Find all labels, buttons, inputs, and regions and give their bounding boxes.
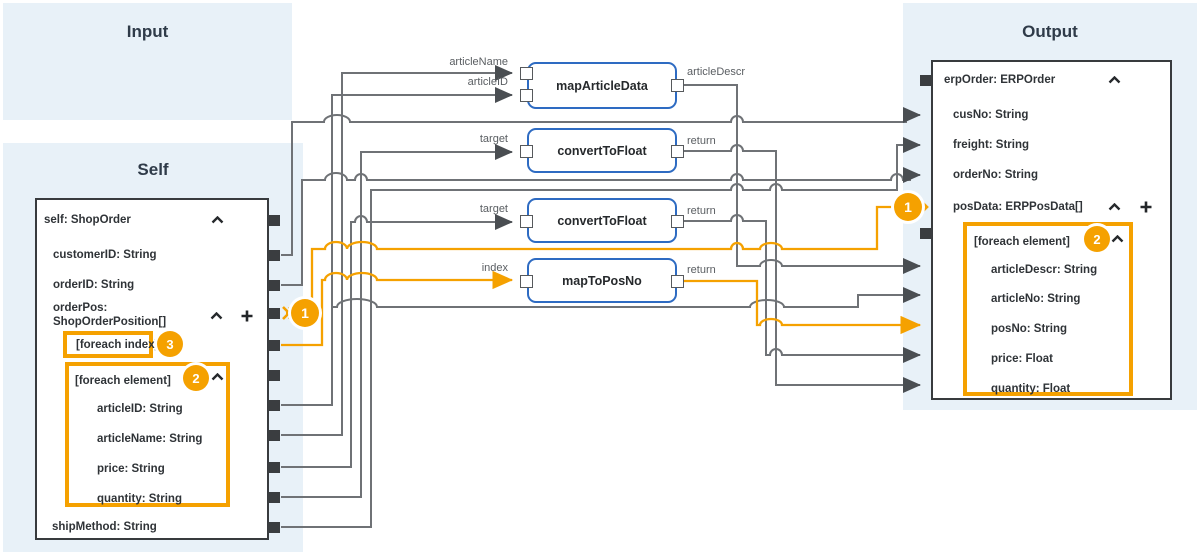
function-name: convertToFloat bbox=[557, 213, 647, 228]
input-panel-title: Input bbox=[126, 22, 169, 41]
port-foreach-element-output[interactable] bbox=[920, 228, 932, 239]
foreach-element-box-self[interactable]: [foreach element] articleID: String arti… bbox=[65, 362, 230, 507]
field-orderNo[interactable]: orderNo: String bbox=[953, 169, 1038, 181]
port-in-articleID[interactable] bbox=[520, 89, 533, 102]
execution-order-badge: 1 bbox=[291, 299, 319, 327]
foreach-element-label: [foreach element] bbox=[974, 236, 1070, 248]
execution-order-badge: 1 bbox=[894, 193, 922, 221]
port-shipMethod[interactable] bbox=[268, 522, 280, 533]
wire-convertToFloat1-quantity[interactable] bbox=[684, 144, 921, 393]
wire-label-return: return bbox=[687, 264, 716, 276]
self-panel-title: Self bbox=[137, 160, 169, 179]
port-out-return-2[interactable] bbox=[671, 215, 684, 228]
field-price[interactable]: price: String bbox=[97, 463, 165, 475]
wire-articleID-fn-mapArticleData[interactable] bbox=[281, 87, 513, 406]
function-convertToFloat-2[interactable]: convertToFloat bbox=[527, 198, 677, 243]
port-orderID[interactable] bbox=[268, 280, 280, 291]
add-item-icon[interactable] bbox=[1140, 201, 1152, 213]
wire-articleID-articleNo[interactable] bbox=[332, 287, 921, 308]
function-mapArticleData[interactable]: mapArticleData bbox=[527, 62, 677, 109]
wire-foreachIndex-mapToPosNo[interactable] bbox=[281, 270, 514, 347]
field-articleName[interactable]: articleName: String bbox=[97, 433, 203, 445]
collapse-chevron-icon[interactable] bbox=[211, 216, 224, 224]
wire-label-target: target bbox=[479, 133, 508, 145]
function-name: mapToPosNo bbox=[562, 273, 642, 288]
field-articleID[interactable]: articleID: String bbox=[97, 403, 183, 415]
output-root-label[interactable]: erpOrder: ERPOrder bbox=[944, 74, 1056, 86]
port-customerID[interactable] bbox=[268, 250, 280, 261]
wire-articleName-fn-mapArticleData[interactable] bbox=[281, 65, 513, 436]
wire-label-articleDescr: articleDescr bbox=[687, 66, 746, 78]
port-out-return-4[interactable] bbox=[671, 275, 684, 288]
execution-order-badge: 2 bbox=[1084, 226, 1110, 252]
port-in-target-2[interactable] bbox=[520, 215, 533, 228]
wire-label-articleID: articleID bbox=[467, 76, 508, 88]
function-mapToPosNo[interactable]: mapToPosNo bbox=[527, 258, 677, 303]
self-shoporder-node[interactable] bbox=[35, 198, 269, 540]
field-posNo[interactable]: posNo: String bbox=[991, 323, 1068, 335]
wire-customerID-cusNo[interactable] bbox=[281, 107, 921, 256]
field-articleDescr[interactable]: articleDescr: String bbox=[991, 264, 1098, 276]
port-articleID[interactable] bbox=[268, 400, 280, 411]
port-in-target-1[interactable] bbox=[520, 145, 533, 158]
execution-order-badge: 2 bbox=[183, 365, 209, 391]
wire-label-return: return bbox=[687, 135, 716, 147]
port-foreach-index[interactable] bbox=[268, 340, 280, 351]
field-posData[interactable]: posData: ERPPosData[] bbox=[953, 201, 1083, 213]
wire-price-fn-convertToFloat2[interactable] bbox=[281, 214, 513, 468]
foreach-element-label: [foreach element] bbox=[75, 375, 171, 387]
wire-orderPos-posData[interactable] bbox=[286, 205, 893, 315]
field-quantity[interactable]: quantity: String bbox=[97, 493, 182, 505]
field-quantity[interactable]: quantity: Float bbox=[991, 383, 1071, 395]
port-orderPos[interactable] bbox=[268, 308, 280, 319]
wire-convertToFloat2-price[interactable] bbox=[684, 214, 921, 363]
port-foreach-element[interactable] bbox=[268, 370, 280, 381]
port-self-root[interactable] bbox=[268, 215, 280, 226]
collapse-chevron-icon[interactable] bbox=[210, 312, 223, 320]
wire-label-return: return bbox=[687, 205, 716, 217]
wire-label-index: index bbox=[481, 262, 508, 274]
wire-label-articleName: articleName bbox=[449, 56, 508, 68]
port-in-articleName[interactable] bbox=[520, 67, 533, 80]
function-name: convertToFloat bbox=[557, 143, 647, 158]
port-quantity[interactable] bbox=[268, 492, 280, 503]
function-name: mapArticleData bbox=[556, 78, 648, 93]
wire-shipMethod-freight[interactable] bbox=[281, 137, 921, 528]
field-shipMethod[interactable]: shipMethod: String bbox=[52, 521, 157, 533]
field-orderPos[interactable]: orderPos: ShopOrderPosition[] bbox=[53, 301, 166, 329]
field-orderPos-line2: ShopOrderPosition[] bbox=[53, 316, 167, 328]
collapse-chevron-icon[interactable] bbox=[1108, 76, 1121, 84]
wire-mapToPosNo-posNo[interactable] bbox=[684, 279, 922, 335]
input-panel: Input bbox=[3, 3, 292, 120]
field-articleNo[interactable]: articleNo: String bbox=[991, 293, 1081, 305]
field-price[interactable]: price: Float bbox=[991, 353, 1053, 365]
foreach-index-label: [foreach index] bbox=[76, 339, 159, 351]
field-cusNo[interactable]: cusNo: String bbox=[953, 109, 1029, 121]
self-root-label[interactable]: self: ShopOrder bbox=[44, 214, 131, 226]
field-orderPos-line1: orderPos: bbox=[53, 302, 108, 314]
port-price[interactable] bbox=[268, 462, 280, 473]
port-erpOrder-root[interactable] bbox=[920, 75, 932, 86]
wire-orderID-orderNo[interactable] bbox=[281, 167, 921, 286]
output-panel-title: Output bbox=[1022, 22, 1078, 41]
field-orderID[interactable]: orderID: String bbox=[53, 279, 135, 291]
add-item-icon[interactable] bbox=[241, 310, 253, 322]
execution-order-badge: 3 bbox=[157, 331, 183, 357]
wire-label-target: target bbox=[479, 203, 508, 215]
wire-articleDescr-out[interactable] bbox=[684, 84, 921, 274]
port-in-index[interactable] bbox=[520, 275, 533, 288]
port-out-return-1[interactable] bbox=[671, 145, 684, 158]
wire-quantity-fn-convertToFloat1[interactable] bbox=[281, 144, 513, 498]
collapse-chevron-icon[interactable] bbox=[1108, 203, 1121, 211]
collapse-chevron-icon[interactable] bbox=[1111, 235, 1124, 243]
port-articleName[interactable] bbox=[268, 430, 280, 441]
collapse-chevron-icon[interactable] bbox=[211, 373, 224, 381]
function-convertToFloat-1[interactable]: convertToFloat bbox=[527, 128, 677, 173]
foreach-index-box[interactable]: [foreach index] bbox=[63, 331, 158, 358]
foreach-element-box-output[interactable]: [foreach element] articleDescr: String a… bbox=[963, 222, 1133, 396]
port-out-articleDescr[interactable] bbox=[671, 79, 684, 92]
field-customerID[interactable]: customerID: String bbox=[53, 249, 157, 261]
field-freight[interactable]: freight: String bbox=[953, 139, 1030, 151]
